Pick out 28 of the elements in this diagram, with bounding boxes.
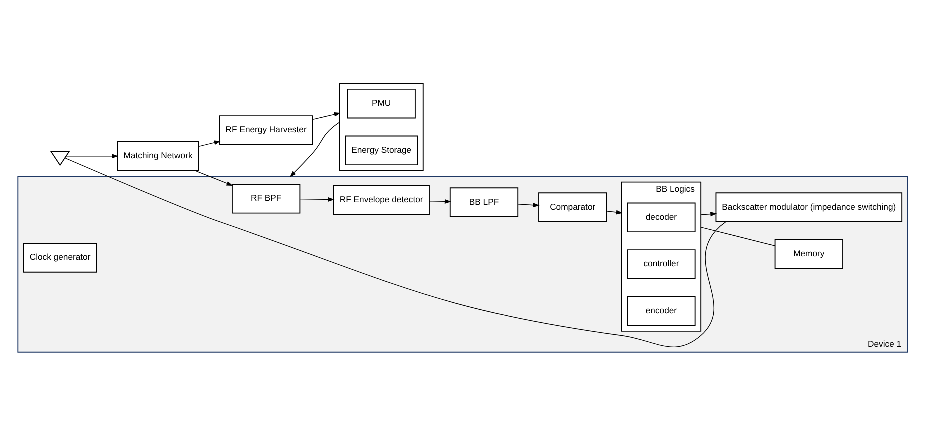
arrow bbox=[606, 210, 623, 214]
node-box: Comparator bbox=[538, 192, 608, 222]
arrow bbox=[312, 112, 341, 120]
node-triangle bbox=[50, 150, 70, 166]
node-box: controller bbox=[627, 249, 696, 279]
node-box: PMU bbox=[347, 88, 416, 118]
node-box: Clock generator bbox=[23, 242, 98, 272]
cluster bbox=[339, 82, 424, 171]
arrow bbox=[66, 154, 119, 158]
connector bbox=[700, 226, 776, 246]
arrow bbox=[300, 196, 335, 202]
node-box: RF Envelope detector bbox=[333, 184, 430, 215]
arrow bbox=[518, 202, 540, 208]
arrow bbox=[290, 122, 340, 177]
arrow bbox=[700, 212, 718, 216]
arrow bbox=[198, 140, 221, 147]
arrow bbox=[429, 198, 452, 204]
node-box: Energy Storage bbox=[345, 135, 418, 166]
node-box: BB LPF bbox=[450, 187, 519, 217]
node-box: RF Energy Harvester bbox=[219, 115, 314, 145]
node-box: Backscatter modulator (impedance switching) bbox=[716, 192, 903, 222]
arrow bbox=[195, 170, 234, 186]
connector bbox=[64, 157, 726, 347]
node-box: RF BPF bbox=[232, 184, 301, 214]
node-box: decoder bbox=[627, 202, 696, 232]
node-box: Memory bbox=[774, 239, 844, 269]
node-box: Matching Network bbox=[117, 141, 200, 171]
node-box: encoder bbox=[627, 296, 696, 326]
